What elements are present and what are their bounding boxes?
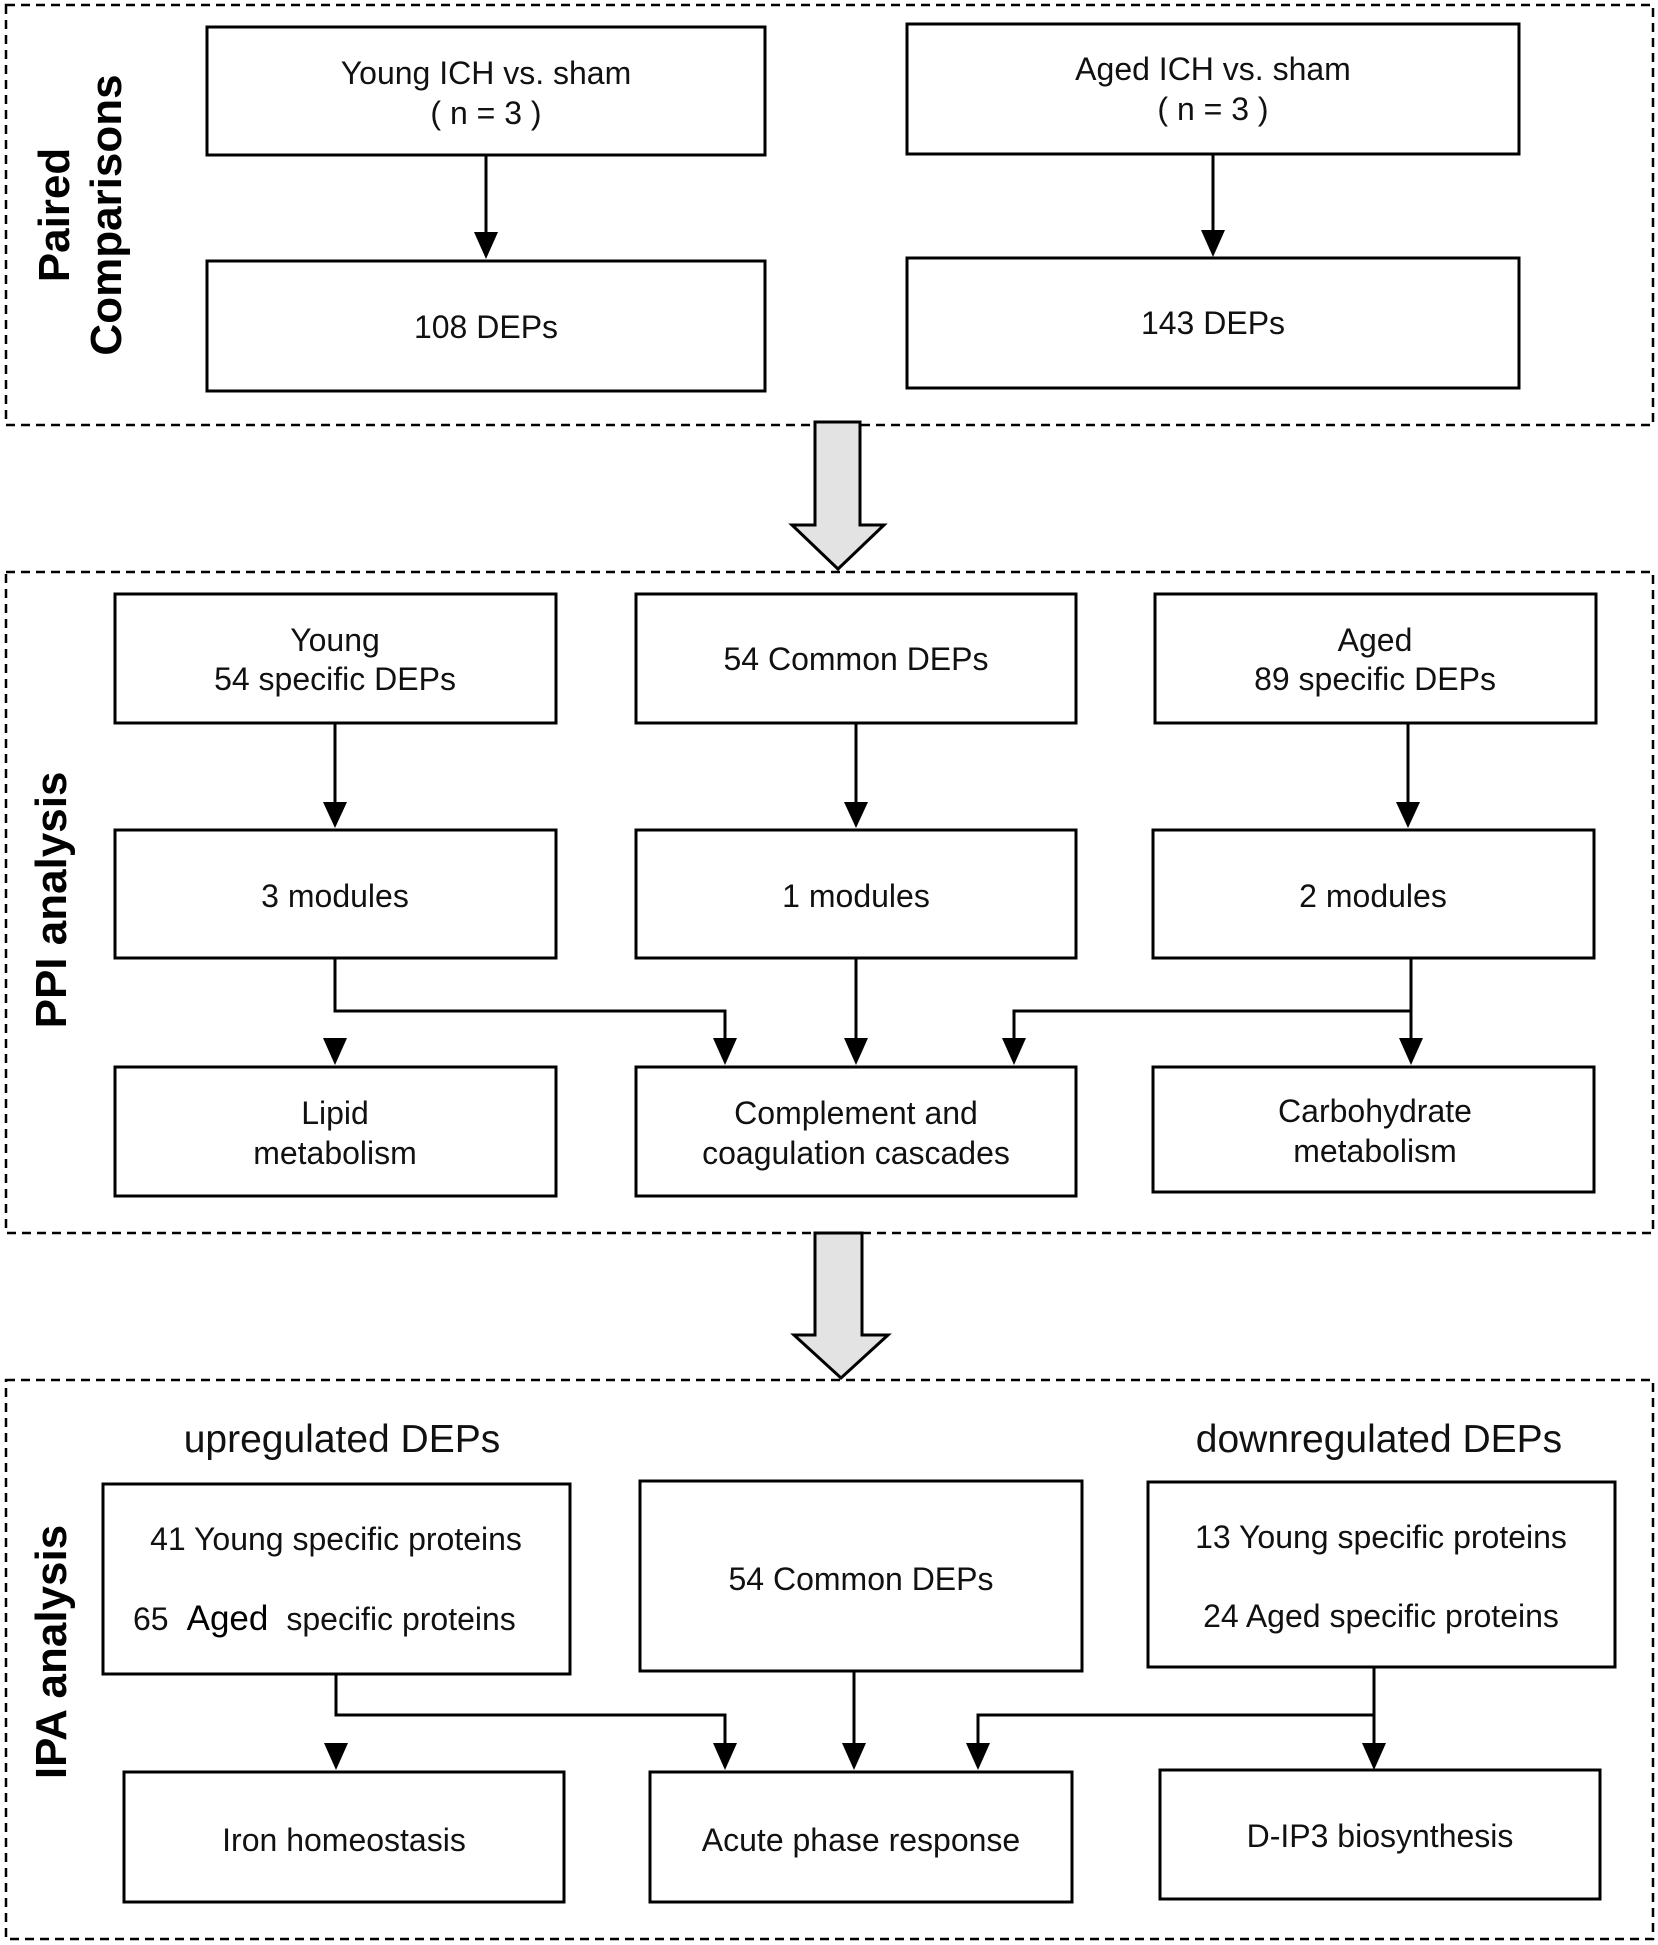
ppi-aged-to-complement-arrowhead (1002, 1038, 1026, 1065)
ppi-common-modules: 1 modules (782, 878, 930, 914)
complement-line2: coagulation cascades (702, 1135, 1010, 1171)
ppi-young-line2: 54 specific DEPs (214, 661, 456, 697)
young-deps-count: 108 DEPs (414, 309, 558, 345)
ppi-aged-modules-box (1151, 828, 1596, 960)
ppi-aged-box (1153, 592, 1598, 725)
ipa-common-line1: 54 Common DEPs (729, 1561, 994, 1597)
acute-phase-response-box (648, 1770, 1074, 1904)
up-young-specific: 41 Young specific proteins (150, 1521, 522, 1557)
carbohydrate-metabolism-box (1151, 1065, 1596, 1194)
lipid-line2: metabolism (253, 1135, 417, 1171)
ipa-label: IPA analysis (27, 1525, 76, 1779)
complement-coagulation-box (634, 1065, 1078, 1198)
section-transition-arrow-1 (788, 420, 888, 572)
paired-section-frame (4, 3, 1655, 427)
young-to-deps-arrowhead (474, 232, 498, 259)
aged-comparison-title: Aged ICH vs. sham (1075, 51, 1351, 87)
ipa-section-frame (4, 1378, 1655, 1941)
ppi-young-line1: Young (290, 622, 380, 658)
ppi-aged-line1: Aged (1338, 622, 1413, 658)
dip3-biosynthesis-box (1158, 1768, 1602, 1901)
aged-comparison-box (905, 22, 1521, 156)
downregulated-heading: downregulated DEPs (1196, 1418, 1562, 1461)
paired-section-label: Paired Comparisons (30, 74, 131, 355)
ipa-up-connector (334, 1674, 727, 1743)
ppi-young-connector (333, 958, 727, 1038)
paired-label-line1: Paired (30, 148, 79, 283)
ipa-section-label: IPA analysis (27, 1525, 76, 1779)
ipa-down-connector (976, 1667, 1376, 1743)
paired-comparisons-section: Paired Comparisons Young ICH vs. sham ( … (4, 3, 1655, 427)
lipid-line1: Lipid (301, 1095, 369, 1131)
up-aged-count: 65 (133, 1601, 169, 1637)
paired-label-line2: Comparisons (82, 74, 131, 355)
dip3-biosynthesis: D-IP3 biosynthesis (1247, 1818, 1514, 1854)
ppi-common-box (634, 592, 1078, 725)
ppi-young-arrowhead (323, 802, 347, 828)
aged-to-deps-arrowhead (1201, 230, 1225, 257)
ppi-analysis-section: PPI analysis Young 54 specific DEPs 54 C… (4, 570, 1655, 1235)
ppi-aged-modules: 2 modules (1299, 878, 1447, 914)
ppi-common-to-complement-arrowhead (844, 1038, 868, 1065)
ppi-young-box (113, 592, 558, 725)
iron-homeostasis: Iron homeostasis (222, 1822, 466, 1858)
carbohydrate-line2: metabolism (1293, 1133, 1457, 1169)
ipa-analysis-section: IPA analysis upregulated DEPs downregula… (4, 1378, 1655, 1941)
up-aged-rest: specific proteins (286, 1601, 515, 1637)
ppi-young-modules-box (113, 828, 558, 960)
ppi-section-label: PPI analysis (27, 772, 76, 1029)
young-comparison-title: Young ICH vs. sham (341, 55, 632, 91)
aged-deps-box (905, 256, 1521, 390)
lipid-metabolism-box (113, 1065, 558, 1198)
ppi-aged-arrowhead (1396, 802, 1420, 828)
ipa-down-to-acute-arrowhead (966, 1743, 990, 1770)
young-comparison-box (205, 25, 767, 157)
up-aged-word: Aged (187, 1599, 269, 1638)
ppi-aged-line2: 89 specific DEPs (1254, 661, 1496, 697)
up-aged-specific: 65 Aged specific proteins (133, 1599, 516, 1638)
complement-line1: Complement and (734, 1095, 978, 1131)
ipa-common-to-acute-arrowhead (842, 1743, 866, 1770)
ipa-down-to-dip3-arrowhead (1362, 1743, 1386, 1770)
acute-phase-response: Acute phase response (702, 1822, 1020, 1858)
carbohydrate-line1: Carbohydrate (1278, 1093, 1472, 1129)
aged-comparison-n: ( n = 3 ) (1157, 91, 1268, 127)
ppi-common-arrowhead (844, 802, 868, 828)
aged-deps-count: 143 DEPs (1141, 305, 1285, 341)
ppi-label: PPI analysis (27, 772, 76, 1029)
ppi-young-modules: 3 modules (261, 878, 409, 914)
ppi-aged-to-carbohydrate-arrowhead (1399, 1038, 1423, 1065)
upregulated-heading: upregulated DEPs (184, 1418, 501, 1461)
down-young-specific: 13 Young specific proteins (1195, 1519, 1567, 1555)
ipa-up-to-iron-arrowhead (324, 1743, 348, 1770)
ppi-young-to-lipid-arrowhead (323, 1038, 347, 1065)
downregulated-box (1146, 1480, 1617, 1669)
ppi-young-to-complement-arrowhead (713, 1038, 737, 1065)
ipa-up-to-acute-arrowhead (713, 1743, 737, 1770)
ppi-common-line1: 54 Common DEPs (724, 641, 989, 677)
young-deps-box (205, 259, 767, 393)
section-transition-arrow-2 (790, 1231, 892, 1381)
ppi-common-modules-box (634, 828, 1078, 960)
young-comparison-n: ( n = 3 ) (430, 95, 541, 131)
down-aged-specific: 24 Aged specific proteins (1203, 1598, 1559, 1634)
iron-homeostasis-box (122, 1770, 566, 1904)
ipa-common-box (638, 1479, 1084, 1673)
ppi-aged-connector (1012, 958, 1413, 1038)
upregulated-box (101, 1482, 572, 1676)
